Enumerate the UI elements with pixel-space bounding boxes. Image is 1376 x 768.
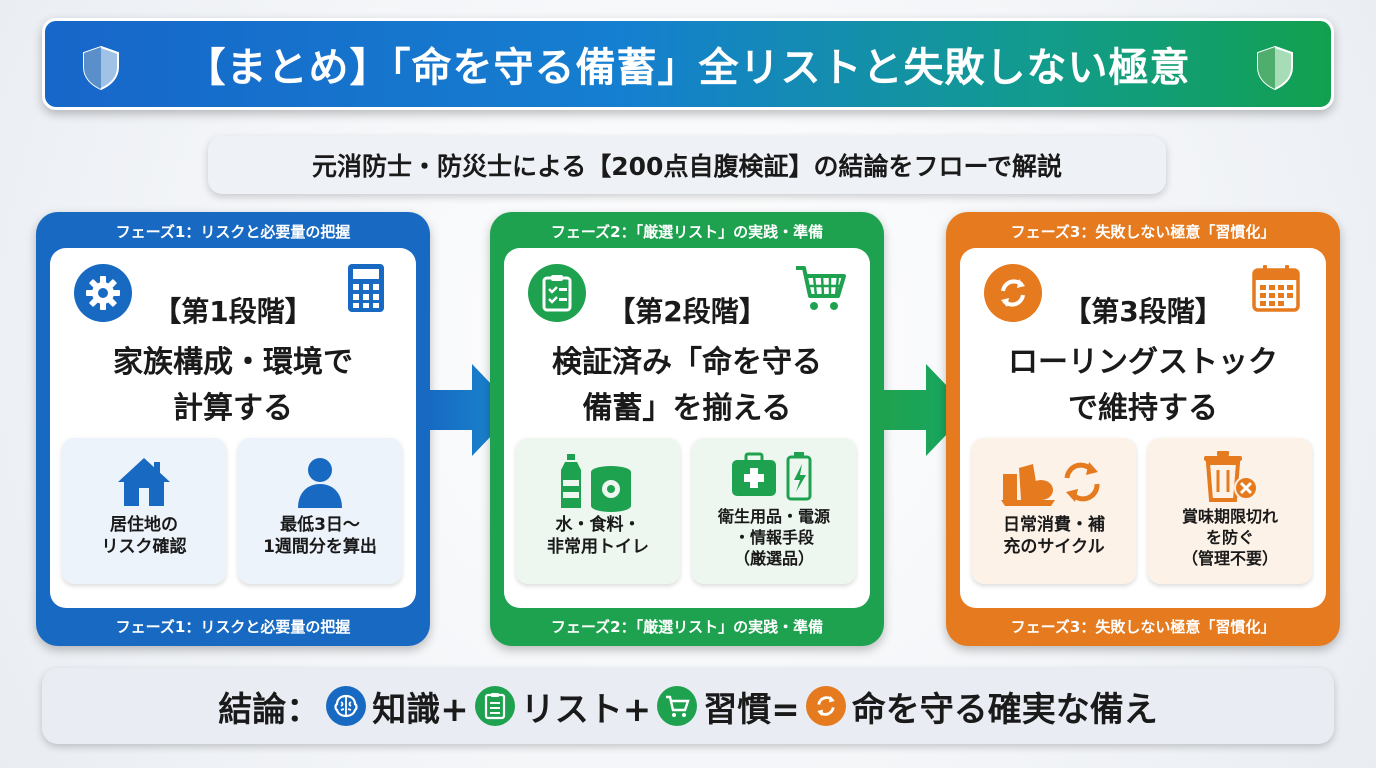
trash-x-icon xyxy=(1204,451,1258,502)
stage-description-line: 家族構成・環境で xyxy=(113,345,353,380)
stage-description-line: 備蓄」を揃える xyxy=(582,391,792,426)
phase-content: 【第3段階】 ローリングストック で維持する 日常消費・補 xyxy=(960,248,1326,608)
item-card-text: 日常消費・補 充のサイクル xyxy=(1003,515,1105,557)
cycle-icon xyxy=(805,686,846,726)
calendar-icon xyxy=(1252,265,1300,312)
shield-icon xyxy=(1257,45,1293,91)
phase-content: 【第2段階】 検証済み「命を守る 備蓄」を揃える 水・ xyxy=(504,248,870,608)
calculator-icon xyxy=(348,264,384,312)
firstaid-battery-icon xyxy=(732,452,812,501)
conclusion-part: リスト+ xyxy=(520,689,652,730)
page-title: 【まとめ】「命を守る備蓄」全リストと失敗しない極意 xyxy=(185,45,1191,91)
phase-panel-1: フェーズ1：リスクと必要量の把握 xyxy=(36,212,430,646)
item-card-text: 最低3日〜 1週間分を算出 xyxy=(263,515,377,557)
conclusion-part: 習慣= xyxy=(703,689,800,730)
item-card: 賞味期限切れ を防ぐ （管理不要） xyxy=(1148,438,1312,584)
food-cycle-icon xyxy=(1001,462,1100,506)
item-card: 居住地の リスク確認 xyxy=(62,438,226,584)
stage-title: 【第2段階】 xyxy=(607,295,767,328)
shield-icon xyxy=(83,45,119,91)
cycle-icon xyxy=(984,264,1042,322)
phase-label-top: フェーズ1：リスクと必要量の把握 xyxy=(115,223,351,241)
item-card-text: 衛生用品・電源 ・情報手段 （厳選品） xyxy=(717,507,830,568)
stage-description-line: で維持する xyxy=(1068,391,1218,426)
stage-title: 【第1段階】 xyxy=(153,295,313,328)
item-card: 衛生用品・電源 ・情報手段 （厳選品） xyxy=(692,438,856,584)
conclusion-bar: 結論： 知識+ リスト+ 習慣= 命を守る確実な備え xyxy=(42,668,1334,744)
subtitle: 元消防士・防災士による【200点自腹検証】の結論をフローで解説 xyxy=(208,136,1166,194)
cart-icon xyxy=(796,266,846,310)
phase-content: 【第1段階】 家族構成・環境で 計算する 居住地の リスク確認 xyxy=(50,248,416,608)
phase-label-bottom: フェーズ1：リスクと必要量の把握 xyxy=(115,618,351,636)
person-icon xyxy=(298,458,342,508)
title-banner: 【まとめ】「命を守る備蓄」全リストと失敗しない極意 xyxy=(42,18,1334,110)
cart-icon xyxy=(657,686,698,726)
water-can-icon xyxy=(561,454,631,512)
stage-description-line: 計算する xyxy=(173,391,293,426)
brain-icon xyxy=(326,686,367,726)
checklist-icon xyxy=(528,264,586,322)
conclusion-result: 命を守る確実な備え xyxy=(851,689,1158,730)
phase-label-bottom: フェーズ3：失敗しない極意「習慣化」 xyxy=(1010,618,1276,636)
stage-description-line: ローリングストック xyxy=(1008,345,1278,380)
item-card-text: 水・食料・ 非常用トイレ xyxy=(547,515,649,557)
stage-title: 【第3段階】 xyxy=(1063,295,1223,328)
conclusion-part: 知識+ xyxy=(372,689,469,730)
house-icon xyxy=(118,458,170,506)
phase-label-top: フェーズ3：失敗しない極意「習慣化」 xyxy=(1010,223,1276,241)
stage-description-line: 検証済み「命を守る xyxy=(552,345,822,380)
item-card-text: 賞味期限切れ を防ぐ （管理不要） xyxy=(1181,507,1278,568)
phase-panel-3: フェーズ3：失敗しない極意「習慣化」 【第3段階】 ローリングストック で xyxy=(946,212,1340,646)
item-card: 最低3日〜 1週間分を算出 xyxy=(238,438,402,584)
checklist-icon xyxy=(474,686,515,726)
phase-label-top: フェーズ2：「厳選リスト」の実践・準備 xyxy=(550,223,824,241)
phase-label-bottom: フェーズ2：「厳選リスト」の実践・準備 xyxy=(550,618,824,636)
gear-icon xyxy=(74,264,132,322)
item-card-text: 居住地の リスク確認 xyxy=(101,515,187,557)
item-card: 水・食料・ 非常用トイレ xyxy=(516,438,680,584)
conclusion-lead: 結論： xyxy=(218,689,321,730)
stage-description: 検証済み「命を守る 備蓄」を揃える xyxy=(504,340,870,432)
item-card: 日常消費・補 充のサイクル xyxy=(972,438,1136,584)
stage-description: 家族構成・環境で 計算する xyxy=(50,340,416,432)
stage-description: ローリングストック で維持する xyxy=(960,340,1326,432)
phase-panel-2: フェーズ2：「厳選リスト」の実践・準備 【第2段階】 検証済み「命を守る xyxy=(490,212,884,646)
